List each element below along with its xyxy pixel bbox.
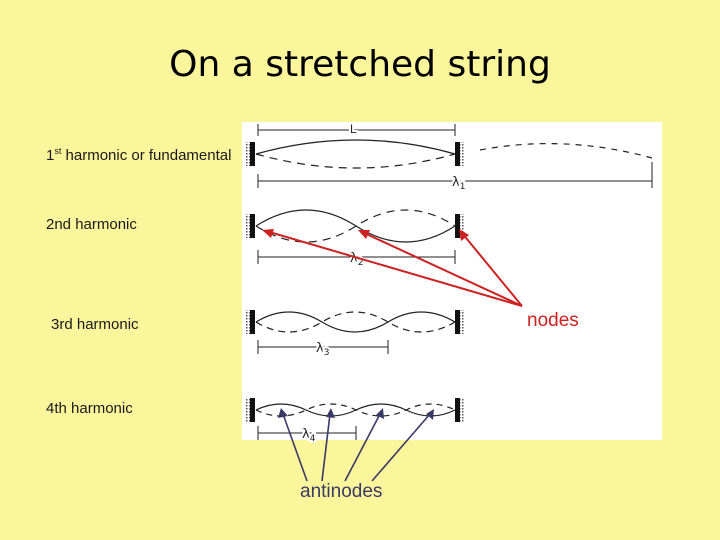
wave-solid bbox=[255, 139, 456, 155]
wave-dashed bbox=[255, 153, 456, 169]
left-clamp-icon bbox=[250, 398, 255, 422]
wave-dashed bbox=[255, 209, 456, 243]
lambda-subscript: 2 bbox=[358, 258, 364, 268]
arrowhead-icon bbox=[376, 408, 384, 419]
arrowhead-icon bbox=[426, 409, 434, 420]
nodes-arrows bbox=[262, 229, 523, 307]
diagram-panel bbox=[242, 122, 662, 440]
harmonic-1-text: harmonic or fundamental bbox=[61, 147, 232, 164]
antinodes-arrow-1 bbox=[282, 413, 308, 482]
harmonic-1-label: 1st harmonic or fundamental bbox=[46, 146, 231, 164]
right-wall-icon bbox=[460, 310, 464, 334]
right-wall-icon bbox=[460, 214, 464, 238]
arrowhead-icon bbox=[459, 229, 469, 241]
nodes-arrow-left-end bbox=[265, 230, 523, 307]
antinodes-arrows bbox=[278, 408, 434, 482]
right-wall-icon bbox=[460, 142, 464, 166]
harmonic-1-ordinal: st bbox=[54, 146, 62, 156]
wave-extension bbox=[479, 143, 653, 159]
arrowhead-icon bbox=[262, 229, 274, 238]
left-clamp-icon bbox=[250, 214, 255, 238]
antinodes-label: antinodes bbox=[300, 481, 383, 502]
wavelength-1-label: λ1 bbox=[452, 175, 465, 192]
right-wall-icon bbox=[460, 398, 464, 422]
harmonic-3-string: λ3 bbox=[246, 310, 464, 360]
nodes-arrow-right-end bbox=[461, 232, 523, 307]
lambda-symbol: λ bbox=[452, 175, 460, 190]
lambda-symbol: λ bbox=[316, 341, 324, 356]
left-wall-icon bbox=[246, 310, 250, 334]
arrowhead-icon bbox=[358, 230, 370, 239]
right-clamp-icon bbox=[455, 214, 460, 238]
wave-solid bbox=[255, 209, 456, 243]
arrowhead-icon bbox=[326, 408, 335, 418]
lambda-subscript: 4 bbox=[310, 434, 316, 444]
harmonic-2-string: λ2 bbox=[246, 209, 464, 270]
harmonic-1-string: L λ1 bbox=[246, 120, 653, 194]
wavelength-4-label: λ4 bbox=[302, 427, 316, 444]
harmonic-3-label: 3rd harmonic bbox=[51, 316, 139, 333]
lambda-symbol: λ bbox=[350, 251, 358, 266]
lambda-symbol: λ bbox=[302, 427, 310, 442]
right-clamp-icon bbox=[455, 398, 460, 422]
left-wall-icon bbox=[246, 142, 250, 166]
wavelength-3-label: λ3 bbox=[316, 341, 329, 358]
length-label: L bbox=[350, 122, 357, 136]
antinodes-arrow-3 bbox=[344, 413, 381, 482]
lambda-subscript: 1 bbox=[460, 182, 466, 192]
harmonic-2-label: 2nd harmonic bbox=[46, 216, 137, 233]
left-clamp-icon bbox=[250, 310, 255, 334]
nodes-label: nodes bbox=[527, 310, 579, 331]
harmonic-1-number: 1 bbox=[46, 147, 55, 164]
wave-solid bbox=[255, 311, 456, 333]
left-wall-icon bbox=[246, 398, 250, 422]
harmonic-4-label: 4th harmonic bbox=[46, 400, 133, 417]
left-wall-icon bbox=[246, 214, 250, 238]
wave-dashed bbox=[255, 403, 456, 417]
wavelength-2-label: λ2 bbox=[350, 251, 363, 268]
antinodes-arrow-4 bbox=[371, 413, 431, 482]
wave-dashed bbox=[255, 311, 456, 333]
right-clamp-icon bbox=[455, 310, 460, 334]
right-clamp-icon bbox=[455, 142, 460, 166]
lambda-subscript: 3 bbox=[324, 348, 330, 358]
arrowhead-icon bbox=[278, 408, 288, 418]
harmonic-4-string: λ4 bbox=[246, 398, 464, 446]
left-clamp-icon bbox=[250, 142, 255, 166]
slide-title: On a stretched string bbox=[169, 44, 551, 85]
nodes-arrow-middle bbox=[361, 231, 523, 307]
antinodes-arrow-2 bbox=[321, 413, 331, 482]
